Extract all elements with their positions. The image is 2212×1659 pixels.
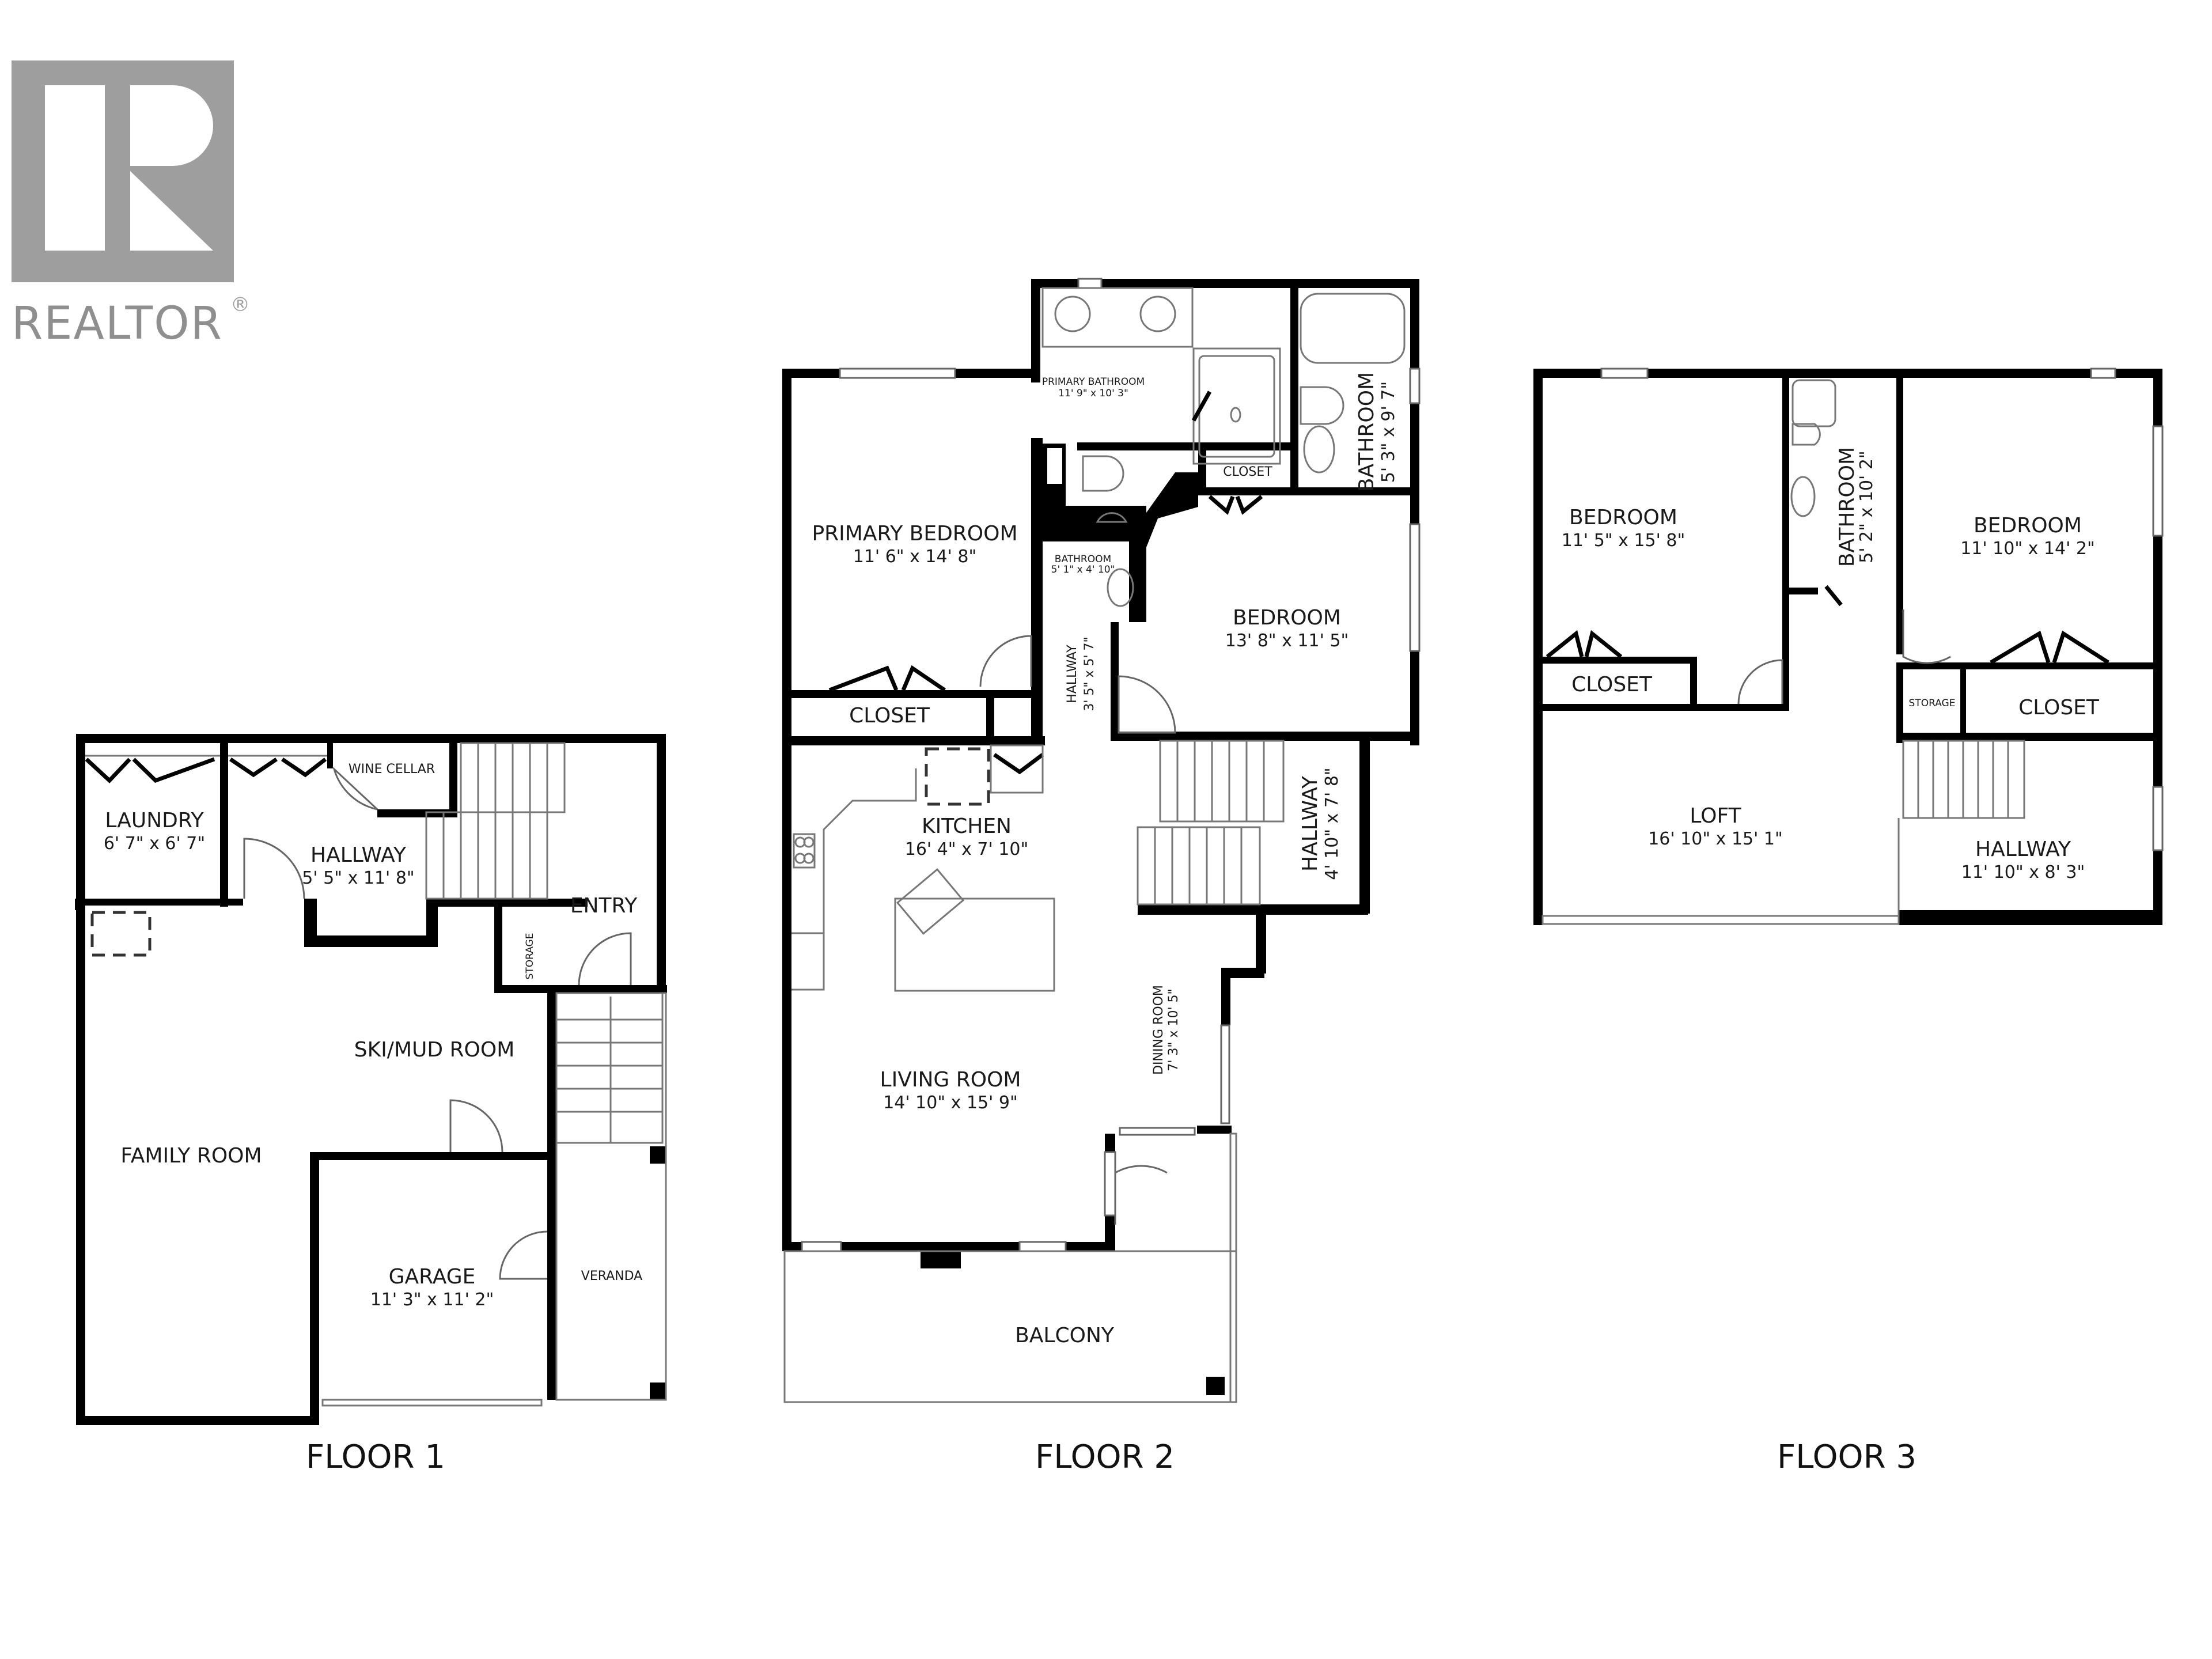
- room-dims-hallway: 5' 5" x 11' 8": [302, 868, 414, 888]
- room-label-entry: ENTRY: [570, 894, 638, 918]
- room-label-veranda: VERANDA: [581, 1269, 642, 1283]
- stairs-icon: [1897, 740, 2025, 916]
- room-dims-hallway-stairs: 4' 10" x 7' 8": [1322, 767, 1342, 880]
- stove-icon: [793, 833, 816, 869]
- room-dims-bathroom-small: 5' 1" x 4' 10": [1051, 564, 1115, 575]
- skylight-icon: [925, 747, 990, 806]
- room-label-living-room: LIVING ROOM: [880, 1068, 1021, 1092]
- room-label-bedroom-left: BEDROOM: [1569, 506, 1677, 529]
- door-swing-icon: [1902, 609, 1951, 664]
- stairs-icon: [425, 742, 566, 900]
- room-label-hallway: HALLWAY: [1975, 838, 2071, 861]
- room-dims-primary-bathroom: 11' 9" x 10' 3": [1058, 388, 1128, 399]
- door-swing-icon: [332, 766, 378, 810]
- room-dims-hallway: 3' 5" x 5' 7": [1082, 637, 1097, 711]
- room-label-bedroom: BEDROOM: [1233, 606, 1341, 630]
- room-label-closet-primary: CLOSET: [849, 704, 930, 728]
- sink-icon: [896, 868, 965, 935]
- room-dims-hallway: 11' 10" x 8' 3": [1961, 862, 2085, 882]
- room-label-storage: STORAGE: [1909, 698, 1956, 709]
- door-swing-icon: [578, 932, 632, 986]
- room-dims-bedroom-left: 11' 5" x 15' 8": [1562, 531, 1685, 551]
- sink-icon: [1041, 287, 1194, 348]
- realtor-logo: REALTOR ®: [12, 60, 250, 350]
- room-dims-loft: 16' 10" x 15' 1": [1648, 829, 1783, 849]
- door-swing-icon: [979, 635, 1032, 687]
- door-swing-icon: [499, 1230, 548, 1280]
- room-label-hallway-stairs: HALLWAY: [1298, 775, 1322, 872]
- room-label-wine-cellar: WINE CELLAR: [349, 762, 435, 777]
- floor-2-title: FLOOR 2: [1035, 1438, 1175, 1476]
- room-label-bathroom-small: BATHROOM: [1055, 554, 1111, 565]
- toilet-icon: [1082, 386, 1344, 607]
- floor-1-plan: LAUNDRY 6' 7" x 6' 7" HALLWAY 5' 5" x 11…: [75, 734, 667, 1476]
- room-dims-primary-bedroom: 11' 6" x 14' 8": [853, 547, 977, 567]
- floor-3-title: FLOOR 3: [1777, 1438, 1916, 1476]
- room-label-bathroom: BATHROOM: [1355, 372, 1378, 492]
- door-swing-icon: [1737, 659, 1783, 704]
- room-label-garage: GARAGE: [389, 1265, 476, 1289]
- floor-3-plan: BEDROOM 11' 5" x 15' 8" BATHROOM 5' 2" x…: [1533, 368, 2164, 1476]
- bifold-door-icon: [1546, 630, 2109, 665]
- room-dims-dining-room: 7' 3" x 10' 5": [1166, 988, 1181, 1071]
- room-label-dining-room: DINING ROOM: [1152, 985, 1166, 1075]
- room-label-bedroom-right: BEDROOM: [1974, 514, 2082, 537]
- room-dims-bedroom-right: 11' 10" x 14' 2": [1960, 539, 2095, 559]
- room-label-laundry: LAUNDRY: [105, 809, 204, 832]
- registered-mark: ®: [230, 293, 250, 316]
- room-label-hallway: HALLWAY: [1065, 645, 1080, 703]
- room-dims-garage: 11' 3" x 11' 2": [370, 1290, 494, 1310]
- bathtub-icon: [1791, 379, 1836, 427]
- room-label-hallway: HALLWAY: [310, 843, 407, 867]
- door-swing-icon: [449, 1099, 503, 1153]
- shower-icon: [1191, 347, 1281, 465]
- room-dims-kitchen: 16' 4" x 7' 10": [905, 839, 1029, 859]
- room-label-closet: CLOSET: [1223, 465, 1272, 479]
- room-label-bathroom: BATHROOM: [1835, 447, 1859, 567]
- door-swing-icon: [1118, 675, 1176, 734]
- door-swing-icon: [1114, 1165, 1168, 1225]
- balcony-outline: [783, 1250, 1237, 1403]
- floor-1-title: FLOOR 1: [306, 1438, 445, 1476]
- kitchen-counter: [791, 744, 1055, 992]
- door-swing-icon: [243, 838, 305, 899]
- bifold-door-icon: [85, 755, 327, 783]
- door-leaf: [1824, 585, 1843, 607]
- room-label-ski-mud-room: SKI/MUD ROOM: [354, 1038, 515, 1062]
- skylight-icon: [90, 911, 151, 957]
- room-dims-bedroom: 13' 8" x 11' 5": [1225, 631, 1349, 651]
- bathtub-icon: [1300, 293, 1406, 364]
- room-label-kitchen: KITCHEN: [922, 815, 1012, 838]
- stairs-icon: [555, 992, 664, 1144]
- garage-door: [321, 1399, 543, 1407]
- stairs-icon: [1137, 740, 1285, 906]
- room-dims-bathroom: 5' 3" x 9' 7": [1378, 381, 1399, 483]
- floor-2-plan: PRIMARY BATHROOM 11' 9" x 10' 3" BATHROO…: [782, 278, 1421, 1476]
- room-label-primary-bedroom: PRIMARY BEDROOM: [812, 522, 1017, 546]
- room-label-closet-left: CLOSET: [1571, 673, 1653, 696]
- toilet-icon: [1790, 423, 1821, 517]
- room-label-closet-right: CLOSET: [2018, 696, 2100, 719]
- logo-wordmark: REALTOR: [12, 298, 223, 350]
- room-dims-laundry: 6' 7" x 6' 7": [104, 834, 205, 854]
- room-dims-bathroom: 5' 2" x 10' 2": [1857, 450, 1877, 563]
- room-label-balcony: BALCONY: [1015, 1324, 1115, 1347]
- room-label-family-room: FAMILY ROOM: [120, 1144, 262, 1168]
- room-label-primary-bathroom: PRIMARY BATHROOM: [1042, 376, 1145, 388]
- room-dims-living-room: 14' 10" x 15' 9": [883, 1093, 1018, 1113]
- bifold-door-icon: [828, 495, 1263, 775]
- room-label-loft: LOFT: [1690, 804, 1741, 828]
- room-label-storage: STORAGE: [524, 933, 536, 980]
